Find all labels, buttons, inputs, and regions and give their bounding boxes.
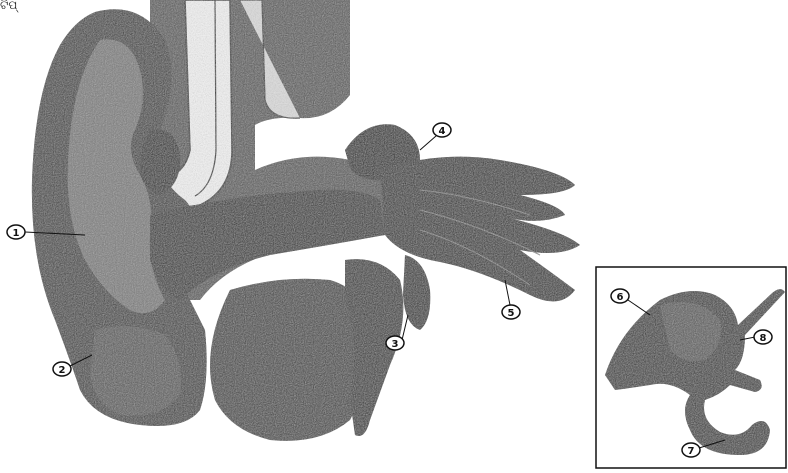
callout-2-label: 2 (59, 365, 66, 376)
callout-5-label: 5 (508, 308, 515, 319)
callout-7-label: 7 (688, 446, 695, 457)
callout-3-label: 3 (392, 339, 399, 350)
callout-4-label: 4 (439, 126, 446, 137)
callout-4: 4 (420, 123, 451, 150)
callout-8-label: 8 (760, 333, 767, 344)
callout-1-label: 1 (13, 228, 20, 239)
callout-6-label: 6 (617, 292, 624, 303)
